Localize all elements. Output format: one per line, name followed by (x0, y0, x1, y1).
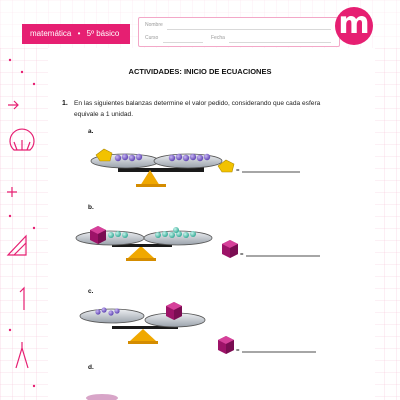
pentagon-weight (95, 148, 113, 162)
balance-b: = (75, 226, 320, 261)
bullet-separator: • (77, 29, 81, 38)
equals-a: = (236, 168, 240, 174)
balance-a: = (90, 148, 300, 187)
cube-weight-b (90, 226, 106, 244)
balance-c: = (79, 302, 316, 354)
cube-unknown-c (218, 336, 234, 354)
scale-base (130, 329, 156, 341)
spheres-left-a (114, 153, 143, 162)
spheres-right-b (155, 227, 196, 238)
number-one-icon (19, 286, 25, 310)
arrow-icon (8, 100, 19, 110)
course-field[interactable] (163, 42, 203, 43)
left-decoration-strip (6, 58, 36, 388)
item-a-letter: a. (88, 128, 94, 135)
compass-icon (15, 342, 29, 369)
logo: m (335, 7, 373, 45)
item-d-letter: d. (88, 364, 94, 371)
name-label: Nombre (145, 22, 163, 28)
equals-c: = (236, 348, 240, 354)
cube-unknown-b (222, 240, 238, 258)
item-b-letter: b. (88, 204, 94, 211)
subject-label: matemática (30, 29, 72, 38)
protractor-icon (9, 128, 35, 151)
balance-d (86, 394, 118, 400)
spheres-left-b (108, 231, 128, 238)
equals-b: = (240, 252, 244, 258)
student-info-box: Nombre Curso Fecha (138, 17, 340, 47)
name-field[interactable] (167, 29, 331, 30)
question-instruction: En las siguientes balanzas determine el … (74, 100, 321, 118)
triangle-ruler-icon (6, 234, 27, 256)
cube-weight-d (86, 394, 118, 400)
scale-base (140, 170, 160, 186)
plus-icon (7, 187, 17, 197)
worksheet-title: ACTIVIDADES: INICIO DE ECUACIONES (128, 67, 272, 76)
question-number: 1. (62, 100, 68, 107)
date-label: Fecha (211, 35, 225, 41)
scale-base (128, 246, 154, 258)
cube-weight-c (166, 302, 182, 320)
item-c-letter: c. (88, 288, 94, 295)
subject-banner: matemática • 5º básico (22, 24, 130, 44)
logo-letter: m (338, 6, 370, 41)
spheres-left-c (95, 307, 120, 316)
date-field[interactable] (229, 42, 331, 43)
course-label: Curso (145, 35, 159, 41)
pentagon-unknown (217, 159, 235, 173)
spheres-right-a (168, 153, 211, 162)
grade-label: 5º básico (86, 29, 120, 38)
